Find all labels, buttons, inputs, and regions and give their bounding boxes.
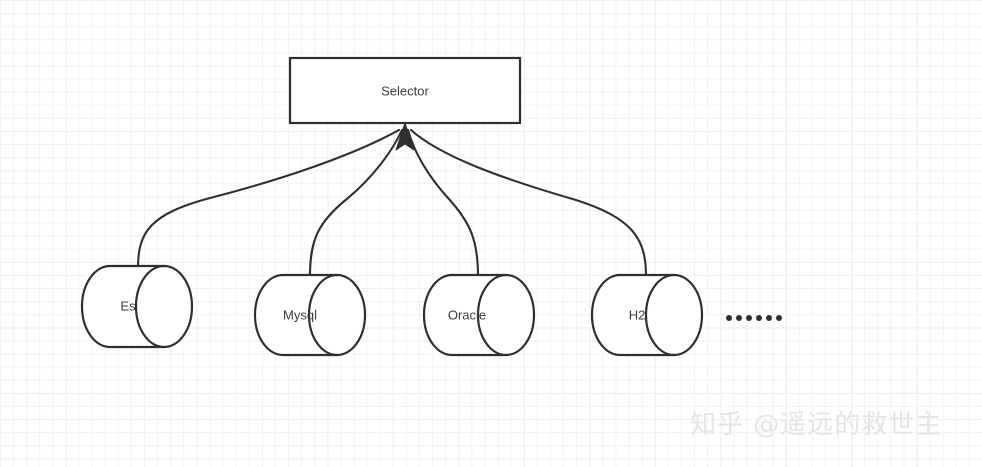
edge-group <box>136 128 648 278</box>
edge-h2-to-selector[interactable] <box>409 128 648 278</box>
node-selector[interactable]: Selector <box>288 56 522 125</box>
node-h2[interactable]: H2 <box>590 273 704 357</box>
edge-es-to-selector[interactable] <box>136 128 401 270</box>
ellipsis-dot <box>726 315 732 321</box>
node-es[interactable]: Es <box>80 264 194 349</box>
selector-label: Selector <box>381 83 429 98</box>
mysql-label: Mysql <box>283 307 317 322</box>
oracle-label: Oracle <box>448 307 486 322</box>
edge-mysql-to-selector[interactable] <box>308 128 404 278</box>
ellipsis-dot <box>736 315 742 321</box>
ellipsis-dot <box>776 315 782 321</box>
arrow-head-group <box>395 122 415 151</box>
ellipsis-dot <box>746 315 752 321</box>
h2-label: H2 <box>629 307 646 322</box>
arrow-up-icon <box>395 122 415 151</box>
ellipsis-dot <box>756 315 762 321</box>
es-cylinder-cap <box>134 264 165 349</box>
selector-box[interactable] <box>288 56 522 125</box>
ellipsis-dots <box>726 315 782 321</box>
h2-cylinder-cap <box>644 273 675 357</box>
node-mysql[interactable]: Mysql <box>253 273 367 357</box>
oracle-cylinder-cap <box>476 273 507 357</box>
mysql-cylinder-cap <box>307 273 338 357</box>
watermark-text: 知乎 @遥远的救世主 <box>690 410 943 440</box>
edge-oracle-to-selector[interactable] <box>406 128 480 278</box>
ellipsis-dot <box>766 315 772 321</box>
node-oracle[interactable]: Oracle <box>422 273 536 357</box>
es-label: Es <box>120 298 136 313</box>
